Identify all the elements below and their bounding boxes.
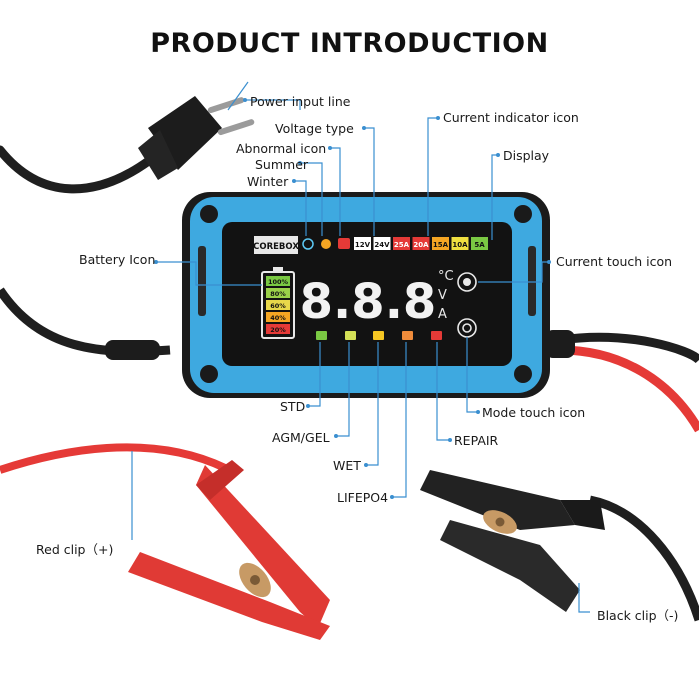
lcd-tag-box	[471, 237, 488, 250]
label-battery-icon: Battery Icon	[79, 252, 156, 267]
battery-level-bar	[266, 312, 290, 322]
unit-amp: A	[438, 307, 447, 322]
battery-level-label: 60%	[270, 302, 286, 310]
unit-volt: V	[438, 288, 447, 303]
label-power-input-line: Power input line	[250, 94, 351, 109]
black-clip-cable	[589, 495, 699, 622]
leader-endpoints	[154, 98, 551, 499]
strain-relief-left	[105, 340, 160, 360]
power-plug	[138, 96, 255, 180]
battery-level-bar	[266, 324, 290, 334]
label-summer: Summer	[255, 157, 309, 172]
page-title: PRODUCT INTRODUCTION	[150, 28, 549, 59]
unit-celsius: °C	[438, 269, 454, 284]
label-agm-gel: AGM/GEL	[272, 430, 330, 445]
brand-logo: COREBOX	[253, 242, 299, 252]
battery-level-bar	[266, 276, 290, 286]
label-repair: REPAIR	[454, 433, 499, 448]
lcd-tag-box	[432, 237, 449, 250]
label-current-touch-icon: Current touch icon	[556, 254, 673, 269]
label-std: STD	[280, 399, 306, 414]
battery-level-label: 100%	[268, 278, 289, 286]
lcd-tag-box	[451, 237, 469, 250]
red-output-cable	[559, 345, 699, 433]
lcd-tag-label: 20A	[413, 241, 429, 249]
label-lifepo4: LIFEPO4	[337, 490, 389, 505]
label-winter: Winter	[247, 174, 289, 189]
label-current-indicator-icon: Current indicator icon	[443, 110, 579, 125]
label-wet: WET	[333, 458, 361, 473]
battery-level-bar	[266, 300, 290, 310]
lcd-tag-label: 12V	[355, 241, 371, 249]
label-voltage-type: Voltage type	[275, 121, 354, 136]
digit-readout: 8.8.8	[300, 274, 437, 330]
black-clip-illustration	[420, 470, 605, 612]
lcd-tag-label: 10A	[452, 241, 468, 249]
label-display: Display	[503, 148, 550, 163]
lcd-tag-label: 25A	[394, 241, 410, 249]
battery-level-label: 20%	[270, 326, 286, 334]
battery-level-label: 80%	[270, 290, 286, 298]
lcd-tag-label: 5A	[474, 241, 485, 249]
red-clip-cable	[0, 443, 227, 474]
battery-level-bar	[266, 288, 290, 298]
black-output-cable	[559, 332, 699, 364]
battery-level-label: 40%	[270, 314, 286, 322]
strain-relief-right	[545, 330, 575, 358]
lcd-tag-label: 15A	[433, 241, 449, 249]
power-cable	[0, 145, 155, 194]
label-black-clip: Black clip（-)	[597, 608, 679, 623]
lcd-tag-box	[393, 237, 410, 250]
lcd-tag-box	[373, 237, 391, 250]
red-clip-illustration	[128, 460, 330, 640]
lcd-tag-box	[412, 237, 430, 250]
lcd-tag-label: 24V	[374, 241, 390, 249]
label-mode-touch-icon: Mode touch icon	[482, 405, 586, 420]
lcd-tag-box	[354, 237, 371, 250]
label-abnormal-icon: Abnormal icon	[236, 141, 327, 156]
label-red-clip: Red clip（+)	[36, 542, 114, 557]
